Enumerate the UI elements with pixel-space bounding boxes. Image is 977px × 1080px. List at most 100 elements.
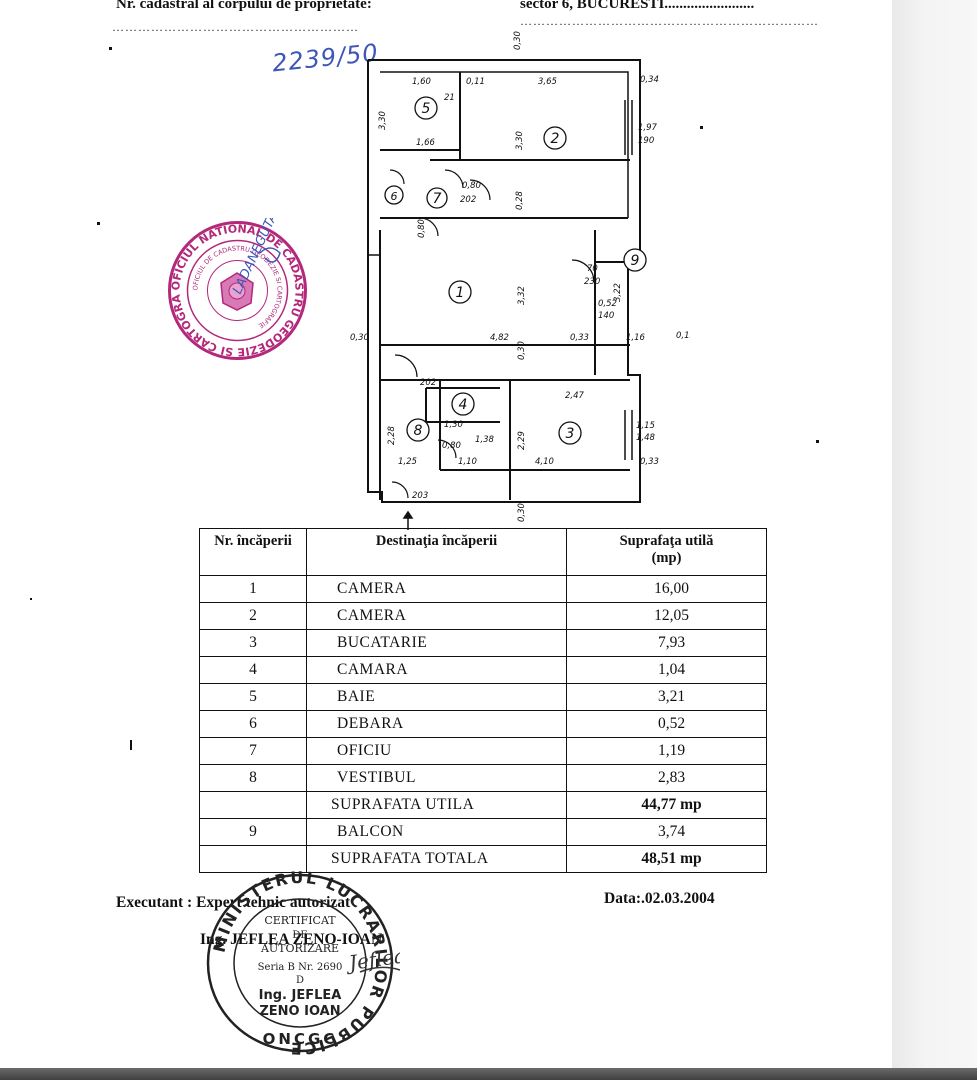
dimension-label: 3,30 — [378, 111, 388, 130]
row-purpose-cell: CAMERA — [306, 575, 567, 603]
executant-label: Executant : — [116, 894, 193, 911]
dimension-label: 1,60 — [412, 77, 431, 87]
row-purpose-cell: SUPRAFATA TOTALA — [306, 845, 567, 873]
room-table-container: Nr. încăperii Destinaţia încăperii Supra… — [199, 528, 767, 873]
dimension-label: 230 — [584, 277, 600, 287]
stamp-line: CERTIFICAT — [264, 914, 336, 927]
dimension-label: 3,30 — [515, 131, 525, 150]
row-number: 1 — [199, 575, 307, 603]
dimension-label: 190 — [638, 136, 654, 146]
row-purpose: BAIE — [337, 688, 376, 705]
row-number: 4 — [199, 656, 307, 684]
row-area: 0,52 — [657, 715, 686, 732]
total-area-value: 48,51 mp — [641, 850, 702, 867]
dimension-label: 0,28 — [515, 190, 525, 210]
row-number: 3 — [199, 629, 307, 657]
stamp-line: DE — [292, 930, 307, 941]
dimension-label: 140 — [598, 311, 614, 321]
row-purpose-cell: BUCATARIE — [306, 629, 567, 657]
scan-speck — [816, 440, 819, 443]
dimension-label: 1,97 — [638, 123, 658, 133]
row-purpose: BUCATARIE — [337, 634, 428, 651]
signer-prefix: Ing. — [200, 931, 227, 948]
sector-label: sector 6, BUCURESTI.....................… — [520, 0, 755, 12]
dimension-label: 2,28 — [387, 425, 397, 445]
row-area: 1,04 — [657, 661, 686, 678]
room-number: 4 — [459, 397, 468, 413]
floor-plan: 1 2 3 4 5 6 7 8 9 0,30 1,60 0,11 3,65 0,… — [340, 30, 695, 530]
dimension-label: 0,30 — [517, 503, 527, 522]
row-area: 3,21 — [657, 688, 686, 705]
stamp-emblem — [220, 272, 254, 311]
table-row: 6 DEBARA 0,52 — [199, 710, 767, 738]
scan-speck — [130, 740, 132, 750]
dimension-label: 0,30 — [513, 31, 523, 50]
viewer-bottom-bar — [0, 1068, 977, 1080]
total-area-label: SUPRAFATA TOTALA — [331, 850, 489, 867]
header-room-number: Nr. încăperii — [199, 528, 307, 576]
row-purpose-cell: OFICIU — [306, 737, 567, 765]
scan-speck — [700, 126, 703, 129]
room-number: 7 — [433, 191, 442, 207]
row-area-cell: 7,93 — [566, 629, 767, 657]
scan-speck — [109, 47, 112, 50]
dimension-label: 4,10 — [535, 457, 554, 467]
room-number: 3 — [566, 426, 575, 442]
row-purpose: VESTIBUL — [337, 769, 416, 786]
row-area-cell: 16,00 — [566, 575, 767, 603]
dimension-label: 203 — [412, 491, 428, 501]
scan-speck — [30, 598, 32, 600]
dimension-label: 0,80 — [417, 219, 427, 238]
row-area: 1,19 — [657, 742, 686, 759]
row-purpose-cell: CAMERA — [306, 602, 567, 630]
sector-dots: …………………………………………………………… — [520, 14, 819, 28]
cadastral-number-label: Nr. cadastral al corpului de proprietate… — [116, 0, 372, 12]
dimension-label: 0,34 — [640, 75, 659, 85]
table-row: 1 CAMERA 16,00 — [199, 575, 767, 603]
dimension-label: 1,38 — [475, 435, 495, 445]
dimension-label: 3,65 — [538, 77, 557, 87]
dimension-label: 21 — [444, 93, 455, 103]
table-header-row: Nr. încăperii Destinaţia încăperii Supra… — [199, 528, 767, 576]
row-area: 12,05 — [654, 607, 689, 624]
dimension-label: 0,33 — [640, 457, 659, 467]
cadastre-stamp: OFICIUL NATIONAL DE CADASTRU GEODEZIE SI… — [161, 208, 310, 363]
row-area-cell: 3,21 — [566, 683, 767, 711]
signature-flourish — [359, 966, 401, 973]
dimension-label: 4,82 — [490, 333, 509, 343]
table-row: 2 CAMERA 12,05 — [199, 602, 767, 630]
document-date: Data:.02.03.2004 — [604, 890, 715, 907]
signer-name: JEFLEA ZENO-IOAN — [230, 931, 383, 948]
table-row: 9 BALCON 3,74 — [199, 818, 767, 846]
row-purpose: CAMARA — [337, 661, 409, 678]
row-area: 7,93 — [657, 634, 686, 651]
dimension-label: 3,32 — [517, 286, 527, 305]
scan-speck — [97, 222, 100, 225]
room-number: 8 — [414, 423, 423, 439]
row-area-cell: 48,51 mp — [566, 845, 767, 873]
dimension-label: 1,30 — [444, 420, 463, 430]
header-area-title: Suprafaţa utilă — [619, 533, 714, 549]
cadastral-dots: ………………………………………………… — [112, 20, 359, 34]
table-row: 3 BUCATARIE 7,93 — [199, 629, 767, 657]
dimension-label: 0,52 — [598, 299, 617, 309]
dimension-label: 1,15 — [636, 421, 655, 431]
table-row: 7 OFICIU 1,19 — [199, 737, 767, 765]
row-purpose: OFICIU — [337, 742, 392, 759]
dimension-label: 0,15 — [676, 331, 690, 341]
room-number: 1 — [456, 285, 465, 301]
signature-scribble — [259, 247, 281, 263]
executant-line: Executant : Expert tehnic autorizat — [116, 894, 350, 912]
room-number: 2 — [551, 131, 560, 147]
dimension-label: 1,10 — [458, 457, 477, 467]
stamp-line: D — [296, 975, 304, 986]
row-area-cell: 44,77 mp — [566, 791, 767, 819]
table-row-total: SUPRAFATA TOTALA 48,51 mp — [199, 845, 767, 873]
useful-area-value: 44,77 mp — [641, 796, 702, 813]
row-area: 2,83 — [657, 769, 686, 786]
room-number: 9 — [631, 253, 640, 269]
dimension-label: 0,11 — [466, 77, 485, 87]
dimension-label: 0,80 — [462, 181, 481, 191]
row-number — [199, 845, 307, 873]
dimension-label: 0,30 — [350, 333, 369, 343]
